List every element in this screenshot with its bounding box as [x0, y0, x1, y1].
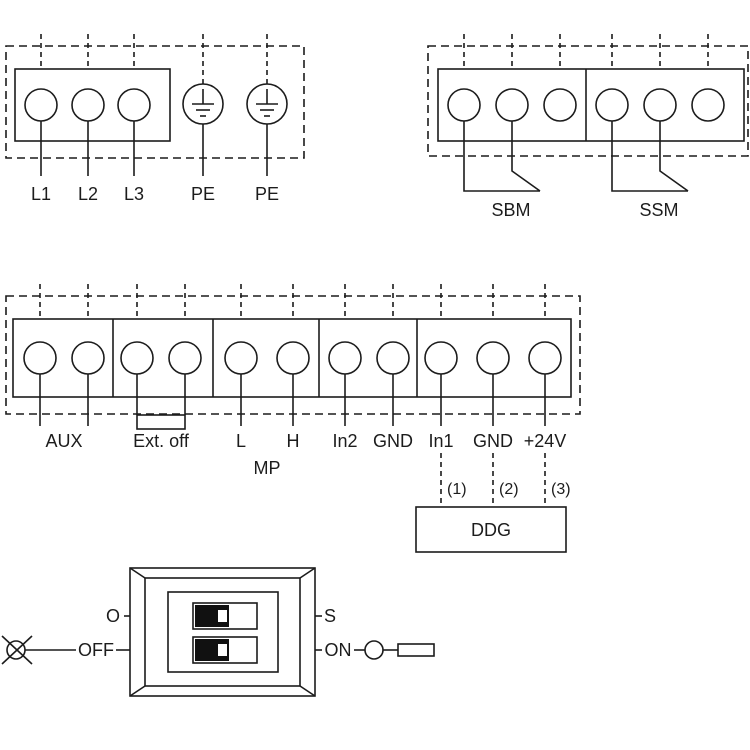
label-s: S [324, 606, 336, 626]
control-cable-entry-ticks [39, 284, 546, 319]
plug-icon [364, 640, 435, 660]
label-pin-1: (1) [447, 481, 467, 498]
terminal-l2-icon [71, 88, 105, 122]
dip-switch-slider-1-notch [218, 610, 227, 622]
label-ext-off: Ext. off [133, 431, 190, 451]
relay-cable-entry-ticks [463, 34, 709, 69]
control-terminal-icon [120, 341, 154, 375]
dip-housing-outer [129, 567, 316, 697]
label-l1: L1 [31, 184, 51, 204]
pe-earth-icon [246, 83, 288, 125]
label-pin-3: (3) [551, 481, 571, 498]
relay-terminal-icon [643, 88, 677, 122]
control-terminal-icon [376, 341, 410, 375]
label-off: OFF [78, 640, 114, 660]
dip-switch-body [167, 591, 279, 673]
label-gnd-a: GND [373, 431, 413, 451]
ext-off-jumper-icon [136, 414, 186, 430]
label-24v: +24V [524, 431, 567, 451]
label-pe-2: PE [255, 184, 279, 204]
ssm-contact-wiring [611, 121, 689, 192]
relay-terminal-strip [437, 68, 745, 142]
label-sbm: SBM [491, 200, 530, 220]
pe-earth-icon [182, 83, 224, 125]
relay-terminal-icon [447, 88, 481, 122]
mains-dashed-border [5, 45, 305, 159]
control-terminal-icon [276, 341, 310, 375]
control-terminal-leads [39, 374, 546, 426]
mains-terminal-leads [40, 121, 268, 176]
dip-switch-slider-2-notch [218, 644, 227, 656]
mains-terminal-strip [14, 68, 171, 142]
control-terminal-block: AUX Ext. off L H In2 GND In1 GND +24V MP [5, 284, 581, 478]
dip-switch-figure: O S OFF ON [1, 567, 435, 697]
ddg-box [415, 506, 567, 553]
relay-terminal-icon [543, 88, 577, 122]
label-aux: AUX [45, 431, 82, 451]
control-terminal-icon [23, 341, 57, 375]
sbm-contact-wiring [463, 121, 541, 192]
label-in1: In1 [428, 431, 453, 451]
control-terminal-icon [328, 341, 362, 375]
control-terminal-icon [168, 341, 202, 375]
label-ssm: SSM [639, 200, 678, 220]
relay-dashed-border [427, 45, 749, 157]
label-pin-2: (2) [499, 481, 519, 498]
control-terminal-icon [71, 341, 105, 375]
label-l: L [236, 431, 246, 451]
relay-terminal-icon [691, 88, 725, 122]
terminal-l1-icon [24, 88, 58, 122]
label-in2: In2 [332, 431, 357, 451]
control-terminal-icon [528, 341, 562, 375]
relay-output-block: SBM SSM [427, 34, 749, 220]
label-mp: MP [254, 458, 281, 478]
terminal-l3-icon [117, 88, 151, 122]
dip-housing-bevels [129, 567, 316, 697]
label-on: ON [325, 640, 352, 660]
dip-housing-inner [144, 577, 301, 687]
label-h: H [287, 431, 300, 451]
control-strip-dividers [112, 319, 418, 397]
control-terminal-strip [12, 318, 572, 398]
label-l3: L3 [124, 184, 144, 204]
label-pe-1: PE [191, 184, 215, 204]
label-l2: L2 [78, 184, 98, 204]
control-terminal-icon [224, 341, 258, 375]
control-terminal-icon [476, 341, 510, 375]
label-o: O [106, 606, 120, 626]
ddg-sensor-leads [440, 453, 546, 507]
label-gnd-b: GND [473, 431, 513, 451]
relay-terminal-icon [595, 88, 629, 122]
mains-cable-entry-ticks [40, 34, 268, 84]
dip-switch-channel-1 [192, 602, 258, 630]
ddg-sensor: (1) (2) (3) DDG [415, 453, 571, 553]
control-terminal-icon [424, 341, 458, 375]
label-ddg: DDG [471, 520, 511, 540]
relay-terminal-icon [495, 88, 529, 122]
mains-terminal-block: L1 L2 L3 PE PE [5, 34, 305, 204]
dip-leader-lines [25, 615, 398, 651]
dip-switch-channel-2 [192, 636, 258, 664]
unplugged-forbidden-icon [1, 635, 33, 665]
